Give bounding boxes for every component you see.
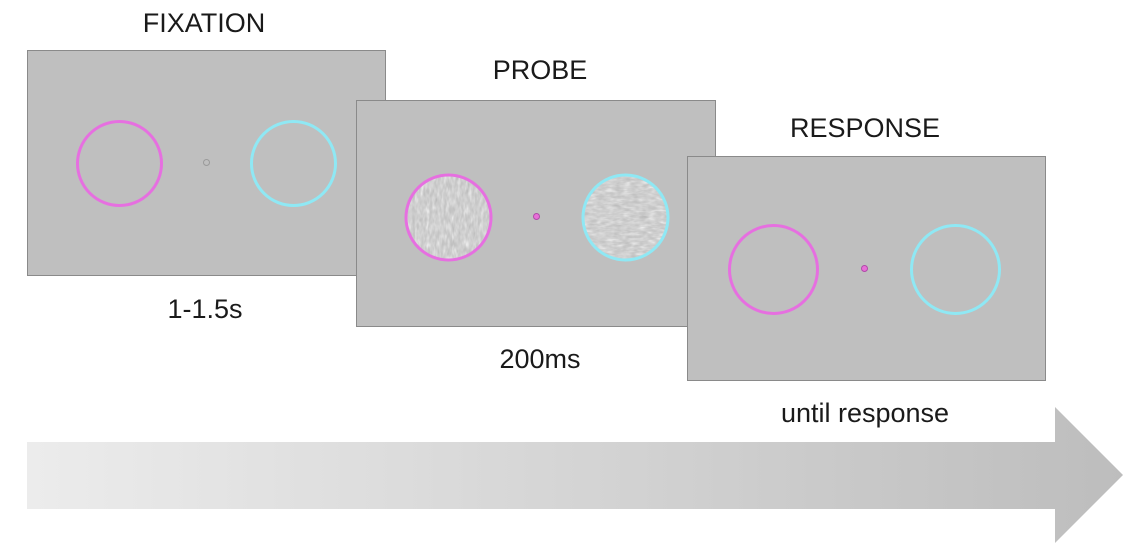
fixation-duration: 1-1.5s	[167, 294, 243, 324]
probe-fixation-dot-icon	[533, 213, 540, 220]
response-left-ring-icon	[728, 224, 819, 315]
probe-duration: 200ms	[499, 344, 581, 374]
right-ring-icon	[250, 120, 337, 207]
probe-title: PROBE	[492, 55, 588, 85]
response-title: RESPONSE	[789, 113, 941, 143]
fixation-screen	[27, 50, 386, 276]
fixation-dot-icon	[203, 159, 210, 166]
left-noise-patch	[404, 173, 493, 262]
right-noise-patch	[581, 173, 670, 262]
response-fixation-dot-icon	[861, 265, 868, 272]
response-right-ring-icon	[910, 224, 1001, 315]
response-duration: until response	[780, 398, 950, 428]
probe-screen	[356, 100, 716, 327]
timeline-arrow-icon	[27, 407, 1123, 543]
response-screen	[687, 156, 1046, 381]
left-ring-icon	[76, 120, 163, 207]
fixation-title: FIXATION	[142, 8, 266, 38]
